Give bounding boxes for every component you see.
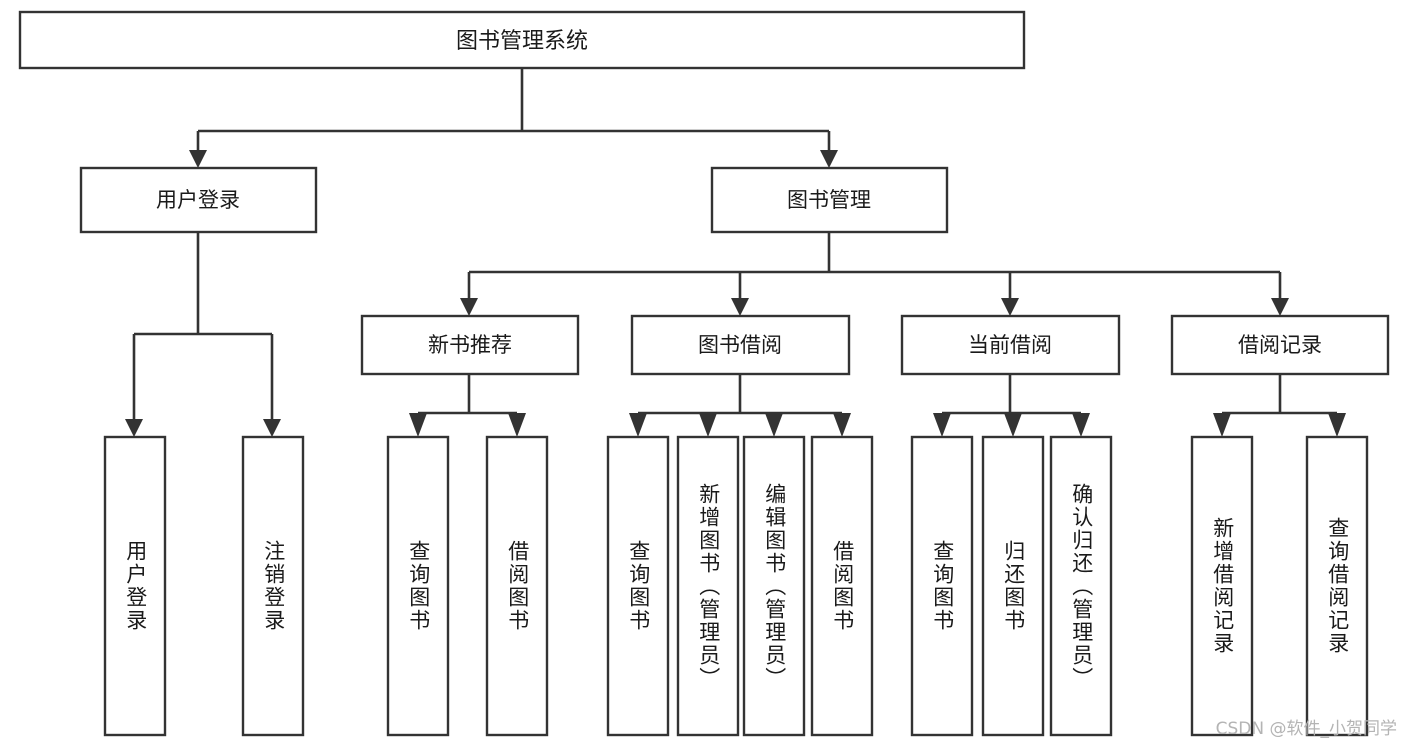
arrow-to-borrow-records — [1271, 298, 1289, 316]
node-borrow-records-label: 借阅记录 — [1238, 333, 1322, 357]
leaf-rec-borrow-book-box[interactable] — [485, 435, 549, 737]
leaf-rec-add-record-box[interactable] — [1190, 435, 1254, 737]
arrow-to-leaf-cur-query-book — [933, 413, 951, 437]
leaf-cur-return-book-box[interactable] — [981, 435, 1045, 737]
node-user-login-box[interactable] — [79, 166, 318, 234]
arrow-to-leaf-borrow-edit-book — [765, 413, 783, 437]
arrow-to-user-login — [189, 150, 207, 168]
watermark-text: CSDN @软件_小贺同学 — [1215, 719, 1397, 739]
arrow-to-leaf-borrow-borrow-book — [833, 413, 851, 437]
arrow-to-book-borrow — [731, 298, 749, 316]
arrow-to-leaf-rec-query-record — [1328, 413, 1346, 437]
node-new-book-recommend-label: 新书推荐 — [428, 333, 512, 357]
node-book-borrow-box[interactable] — [630, 314, 851, 376]
arrow-to-new-book-recommend — [460, 298, 478, 316]
node-user-login-label: 用户登录 — [156, 188, 240, 212]
leaf-cur-query-book-box[interactable] — [910, 435, 974, 737]
node-root-label: 图书管理系统 — [456, 29, 588, 54]
node-book-borrow-label: 图书借阅 — [698, 333, 782, 357]
leaf-rec-query-record-box[interactable] — [1305, 435, 1369, 737]
arrow-to-leaf-user-logout — [263, 419, 281, 437]
leaf-cur-confirm-return-box[interactable] — [1049, 435, 1113, 737]
node-current-borrow-label: 当前借阅 — [968, 333, 1052, 357]
connector-layer — [125, 68, 1346, 437]
arrow-to-leaf-borrow-query-book — [629, 413, 647, 437]
node-layer: 图书管理系统 用户登录 图书管理 新书推荐 图书借阅 当前借阅 借阅记录 — [18, 10, 1390, 737]
arrow-to-leaf-cur-confirm-return — [1072, 413, 1090, 437]
arrow-to-leaf-borrow-add-book — [699, 413, 717, 437]
leaf-rec-query-book-box[interactable] — [386, 435, 450, 737]
node-new-book-recommend-box[interactable] — [360, 314, 580, 376]
leaf-user-login-box[interactable] — [103, 435, 167, 737]
node-book-management-box[interactable] — [710, 166, 949, 234]
leaf-user-logout-box[interactable] — [241, 435, 305, 737]
arrow-to-current-borrow — [1001, 298, 1019, 316]
node-current-borrow-box[interactable] — [900, 314, 1121, 376]
arrow-to-leaf-rec-query-book — [409, 413, 427, 437]
arrow-to-book-mgmt — [820, 150, 838, 168]
leaf-borrow-query-book-box[interactable] — [606, 435, 670, 737]
arrow-to-leaf-rec-add-record — [1213, 413, 1231, 437]
leaf-borrow-edit-book-box[interactable] — [742, 435, 806, 737]
arrow-to-leaf-rec-borrow-book — [508, 413, 526, 437]
arrow-to-leaf-cur-return-book — [1004, 413, 1022, 437]
node-root-box[interactable] — [18, 10, 1026, 70]
arrow-to-leaf-user-login — [125, 419, 143, 437]
node-borrow-records-box[interactable] — [1170, 314, 1390, 376]
leaf-borrow-borrow-book-box[interactable] — [810, 435, 874, 737]
leaf-borrow-add-book-box[interactable] — [676, 435, 740, 737]
node-book-management-label: 图书管理 — [787, 188, 871, 212]
